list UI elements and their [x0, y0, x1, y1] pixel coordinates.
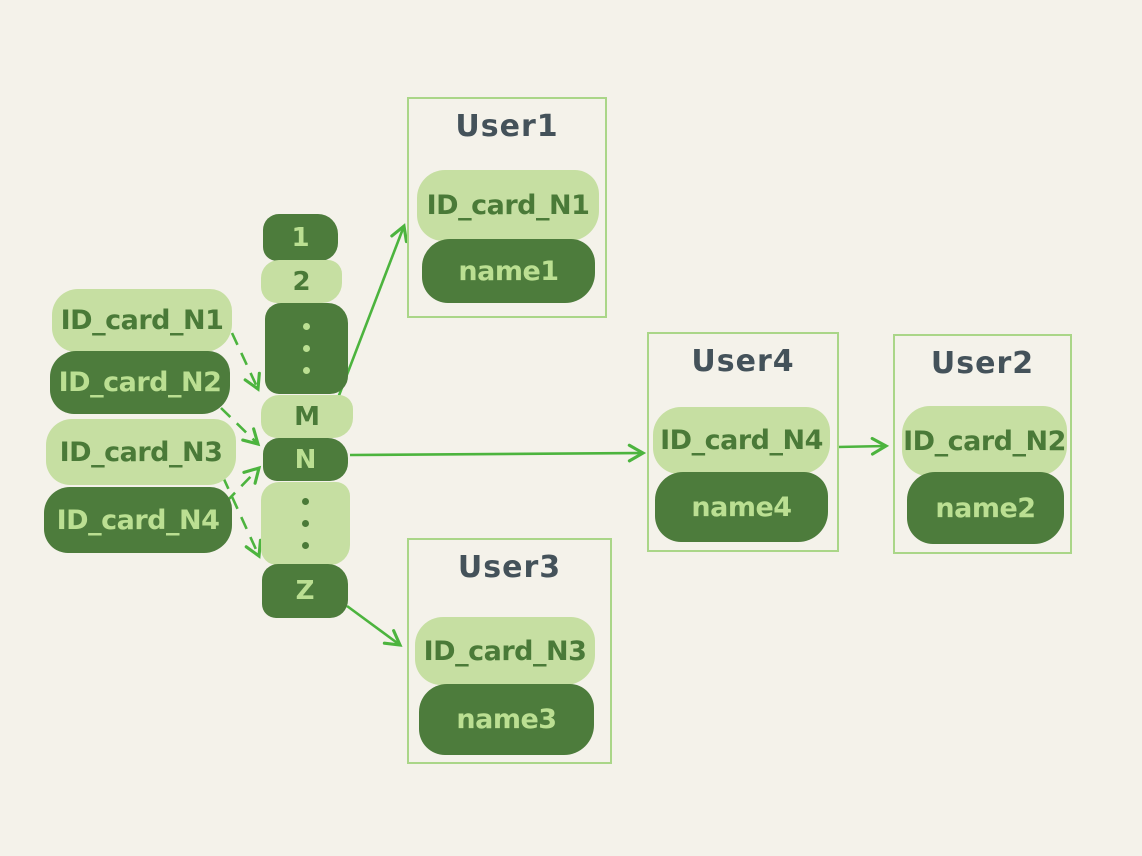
arrow-id-card-n1-to-bucket-m [230, 332, 261, 392]
id-card-n1: ID_card_N1 [52, 289, 232, 352]
user3-box: User3 ID_card_N3 name3 [407, 538, 612, 764]
user2-name-field: name2 [907, 472, 1064, 544]
user1-title: User1 [455, 109, 559, 144]
arrow-bucket-n-to-user4 [349, 443, 647, 463]
arrow-id-card-n4-to-bucket-n [225, 465, 262, 503]
bucket-n: N [263, 438, 348, 481]
user1-id-card-field: ID_card_N1 [417, 170, 599, 241]
id-card-n1-label: ID_card_N1 [60, 305, 224, 336]
bucket-2: 2 [261, 260, 342, 303]
user3-id-card-field: ID_card_N3 [415, 617, 595, 685]
bucket-1: 1 [263, 214, 338, 261]
user1-name-field: name1 [422, 239, 595, 303]
bucket-z: Z [262, 564, 348, 618]
user4-id-card-field: ID_card_N4 [653, 407, 830, 474]
user2-id-card-field: ID_card_N2 [902, 406, 1067, 476]
bucket-ellipsis-lower [261, 482, 350, 565]
user4-name-label: name4 [691, 491, 792, 523]
user3-title: User3 [457, 550, 562, 585]
bucket-z-label: Z [295, 576, 315, 606]
user1-name-label: name1 [458, 255, 559, 287]
user4-box: User4 ID_card_N4 name4 [647, 332, 839, 552]
ellipsis-dots-icon [303, 323, 310, 374]
id-card-n2-label: ID_card_N2 [58, 367, 222, 398]
id-card-n3: ID_card_N3 [46, 419, 236, 485]
user2-title: User2 [930, 346, 1035, 381]
arrow-user4-to-user2 [836, 436, 890, 456]
bucket-m-label: M [294, 401, 320, 432]
user4-id-card-label: ID_card_N4 [660, 425, 823, 456]
id-card-n4-label: ID_card_N4 [56, 504, 220, 536]
user2-name-label: name2 [935, 492, 1036, 524]
id-card-n4: ID_card_N4 [44, 487, 232, 553]
user4-title: User4 [691, 344, 795, 379]
user2-id-card-label: ID_card_N2 [903, 425, 1066, 457]
bucket-ellipsis-upper [265, 303, 348, 394]
id-card-n2: ID_card_N2 [50, 351, 230, 414]
user1-box: User1 ID_card_N1 name1 [407, 97, 607, 318]
bucket-m: M [261, 395, 353, 438]
user4-name-field: name4 [655, 472, 828, 542]
user3-id-card-label: ID_card_N3 [423, 635, 587, 667]
ellipsis-dots-icon [302, 498, 309, 549]
user3-name-label: name3 [456, 704, 557, 735]
bucket-n-label: N [294, 444, 317, 475]
bucket-2-label: 2 [292, 266, 311, 297]
bucket-1-label: 1 [291, 222, 310, 253]
id-card-n3-label: ID_card_N3 [59, 436, 223, 468]
user3-name-field: name3 [419, 684, 594, 755]
user2-box: User2 ID_card_N2 name2 [893, 334, 1072, 554]
user1-id-card-label: ID_card_N1 [426, 190, 590, 221]
arrow-bucket-z-to-user3 [346, 604, 403, 647]
